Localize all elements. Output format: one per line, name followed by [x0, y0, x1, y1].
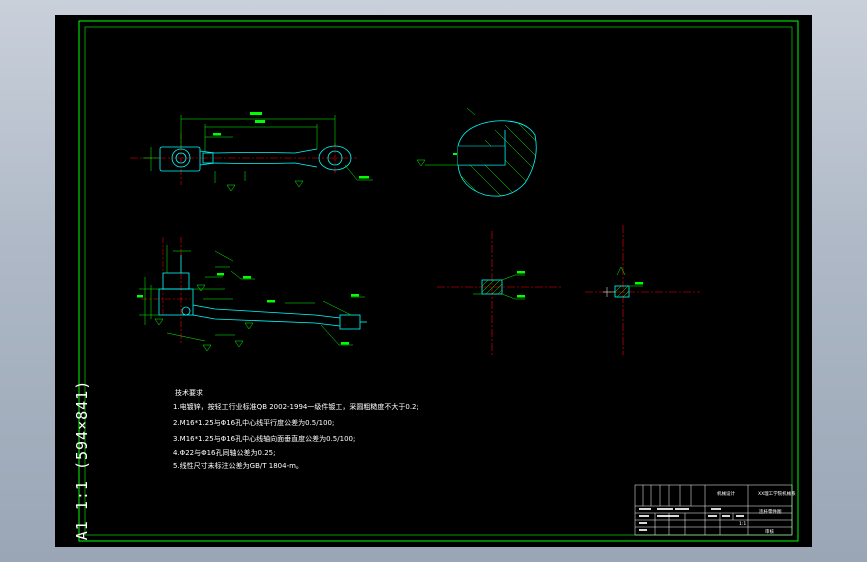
title-block-sheet-mark: 审核 [765, 530, 774, 535]
title-block [634, 484, 793, 536]
title-block-scale: 1:1 [739, 522, 747, 527]
cad-drawing [78, 20, 799, 542]
title-block-school: XX理工学院机械系 [758, 492, 796, 497]
title-block-part-name: 机械设计 [717, 492, 735, 497]
front-view [141, 237, 367, 345]
outer-border [78, 20, 799, 542]
drawing-sheet: A1 1:1 (594×841) 技术要求 1.电镀锌，按轻工行业标准QB 20… [55, 15, 812, 547]
section-b [585, 225, 700, 355]
tech-note-5: 5.线性尺寸未标注公差为GB/T 1804-m。 [173, 462, 303, 470]
sheet-scale-label: A1 1:1 (594×841) [73, 379, 91, 541]
inner-border [84, 26, 793, 536]
title-block-drawing-title: 连杆零件图 [759, 510, 782, 515]
tech-note-4: 4.Φ22与Φ16孔同轴公差为0.25; [173, 449, 276, 457]
front-view-dimensions [139, 245, 365, 352]
tech-note-1: 1.电镀锌，按轻工行业标准QB 2002-1994一级件镀工，采圆粗糙度不大于0… [173, 403, 419, 411]
front-view-dim-text [137, 273, 359, 345]
tech-note-2: 2.M16*1.25与Φ16孔中心线平行度公差为0.5/100; [173, 419, 335, 427]
section-a [437, 231, 561, 357]
top-view-dim-text [213, 112, 369, 179]
title-block-filler [639, 508, 744, 531]
top-view-dimensions [143, 115, 373, 192]
section-detail [416, 107, 537, 197]
tech-requirements-title: 技术要求 [175, 389, 203, 397]
tech-note-3: 3.M16*1.25与Φ16孔中心线轴向面垂直度公差为0.5/100; [173, 435, 356, 443]
top-view [130, 133, 357, 185]
